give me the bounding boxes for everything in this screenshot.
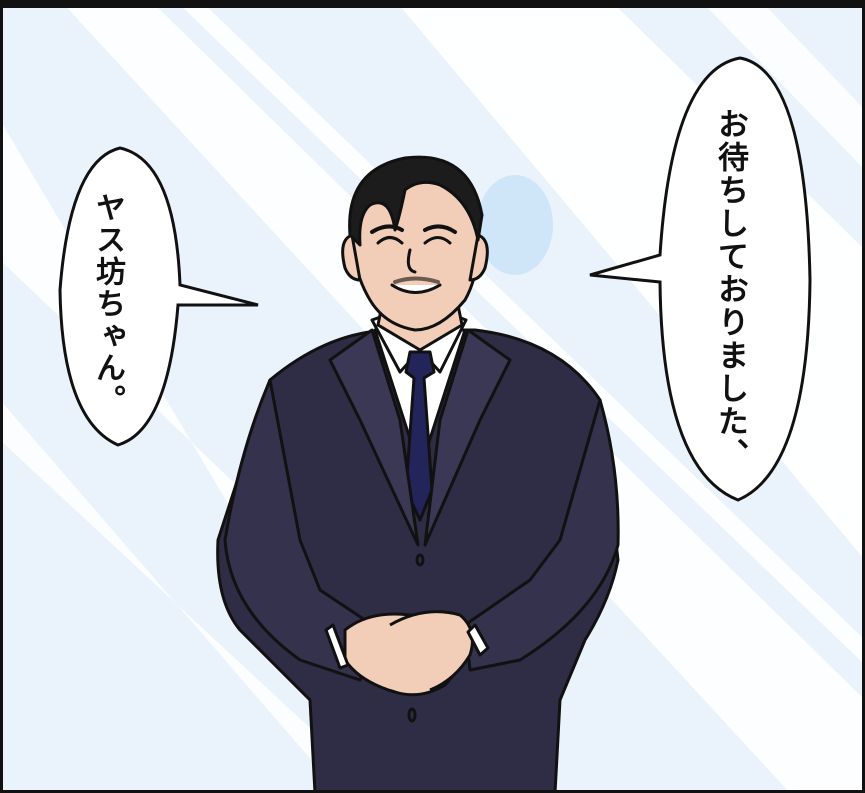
dialogue-left-text: ヤス坊ちゃん。 — [90, 192, 125, 416]
face-details — [370, 224, 457, 294]
speech-bubble-left — [58, 146, 259, 447]
dialogue-right-text: お待ちしておりました、 — [712, 108, 748, 471]
butler-character — [216, 155, 620, 793]
speech-bubble-right — [589, 56, 812, 502]
background-glow — [477, 175, 553, 275]
panel-top-border — [0, 0, 865, 8]
